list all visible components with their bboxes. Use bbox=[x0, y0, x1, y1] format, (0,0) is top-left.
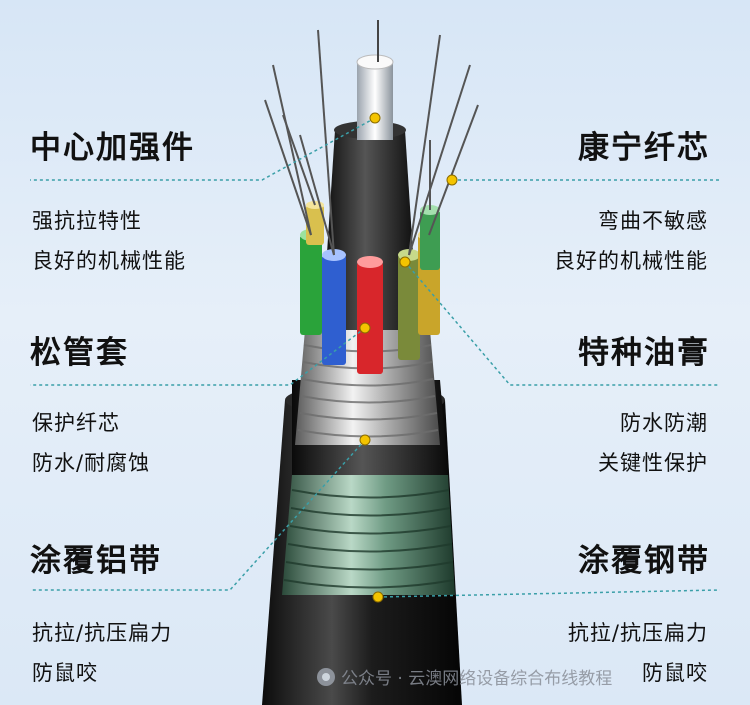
label-steel-tape-line1: 抗拉/抗压扁力 bbox=[567, 621, 708, 645]
label-gel-line2: 关键性保护 bbox=[598, 451, 708, 475]
watermark-text: 公众号 · 云澳网络设备综合布线教程 bbox=[341, 669, 613, 689]
callout-loose-tube bbox=[30, 327, 366, 386]
label-fiber-line1: 弯曲不敏感 bbox=[598, 209, 708, 233]
strength-rod bbox=[357, 60, 393, 140]
label-steel-tape: 涂覆钢带 bbox=[578, 543, 710, 579]
watermark: 公众号 · 云澳网络设备综合布线教程 bbox=[317, 664, 612, 689]
callout-gel bbox=[404, 261, 720, 386]
label-strength-member: 中心加强件 bbox=[30, 130, 195, 166]
label-gel: 特种油膏 bbox=[578, 335, 710, 371]
label-aluminum-tape-line1: 抗拉/抗压扁力 bbox=[32, 621, 173, 645]
label-strength-member-line2: 良好的机械性能 bbox=[32, 249, 186, 273]
label-aluminum-tape: 涂覆铝带 bbox=[30, 543, 162, 579]
label-loose-tube-line2: 防水/耐腐蚀 bbox=[32, 451, 151, 475]
label-loose-tube-line1: 保护纤芯 bbox=[32, 411, 120, 435]
wechat-icon bbox=[317, 667, 335, 686]
label-strength-member-line1: 强抗拉特性 bbox=[32, 209, 142, 233]
label-aluminum-tape-line2: 防鼠咬 bbox=[32, 661, 98, 685]
label-loose-tube: 松管套 bbox=[30, 335, 129, 371]
callout-strength bbox=[30, 117, 376, 181]
label-fiber: 康宁纤芯 bbox=[578, 130, 710, 166]
label-fiber-line2: 良好的机械性能 bbox=[554, 249, 708, 273]
steel-tape bbox=[282, 475, 455, 595]
callout-aluminum bbox=[30, 439, 366, 591]
label-gel-line1: 防水防潮 bbox=[620, 411, 708, 435]
label-steel-tape-line2: 防鼠咬 bbox=[642, 661, 708, 685]
